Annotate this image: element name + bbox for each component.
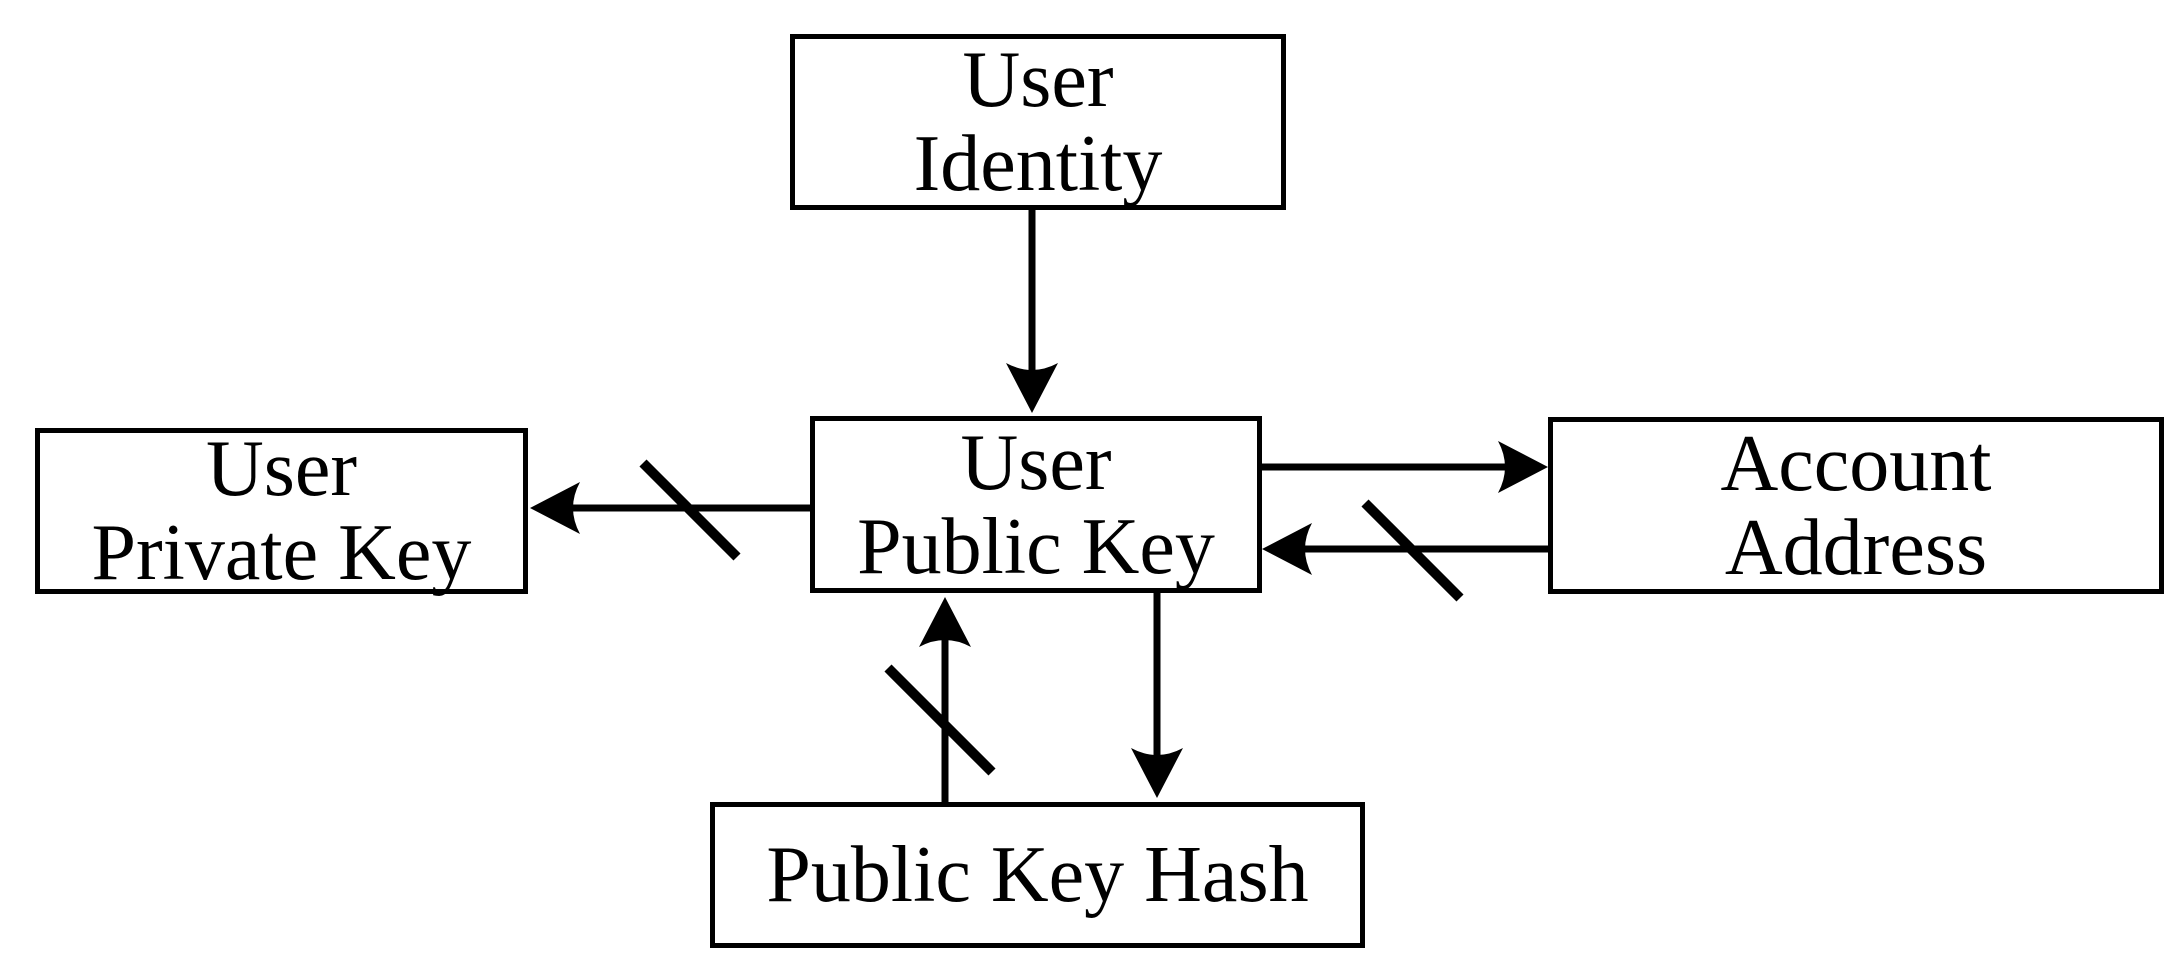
one-way-slash-icon [1361, 499, 1464, 602]
arrowhead-down-icon [1131, 748, 1183, 798]
arrowhead-left-icon [1262, 523, 1312, 575]
one-way-slash-icon [639, 459, 741, 561]
node-account-address: Account Address [1548, 417, 2164, 594]
one-way-slash-icon [884, 664, 996, 776]
node-user-identity: User Identity [790, 34, 1286, 210]
node-user-public-key-label-line2: Public Key [857, 502, 1215, 591]
node-user-identity-label-line2: Identity [913, 120, 1163, 208]
arrowhead-right-icon [1498, 441, 1548, 493]
arrowhead-up-icon [919, 597, 971, 647]
node-public-key-hash-label: Public Key Hash [766, 831, 1309, 919]
node-user-private-key-label-line1: User [205, 425, 358, 513]
node-user-public-key-label-line1: User [960, 418, 1112, 507]
node-user-private-key-label-line2: Private Key [91, 509, 472, 597]
node-user-identity-label-line1: User [962, 36, 1114, 124]
edge-publickey-to-hash [1131, 593, 1183, 798]
edge-identity-to-publickey [1006, 210, 1058, 413]
node-public-key-hash: Public Key Hash [710, 802, 1365, 948]
edge-publickey-to-address [1256, 441, 1548, 493]
arrowhead-left-icon [530, 482, 580, 534]
node-account-address-label-line1: Account [1720, 419, 1992, 508]
arrowhead-down-icon [1006, 363, 1058, 413]
node-user-private-key: User Private Key [35, 425, 528, 597]
edge-hash-to-publickey [884, 597, 996, 802]
node-user-public-key: User Public Key [810, 416, 1262, 593]
edge-address-to-publickey [1262, 499, 1548, 602]
edge-publickey-to-privatekey [530, 459, 811, 561]
node-account-address-label-line2: Address [1724, 503, 1988, 592]
